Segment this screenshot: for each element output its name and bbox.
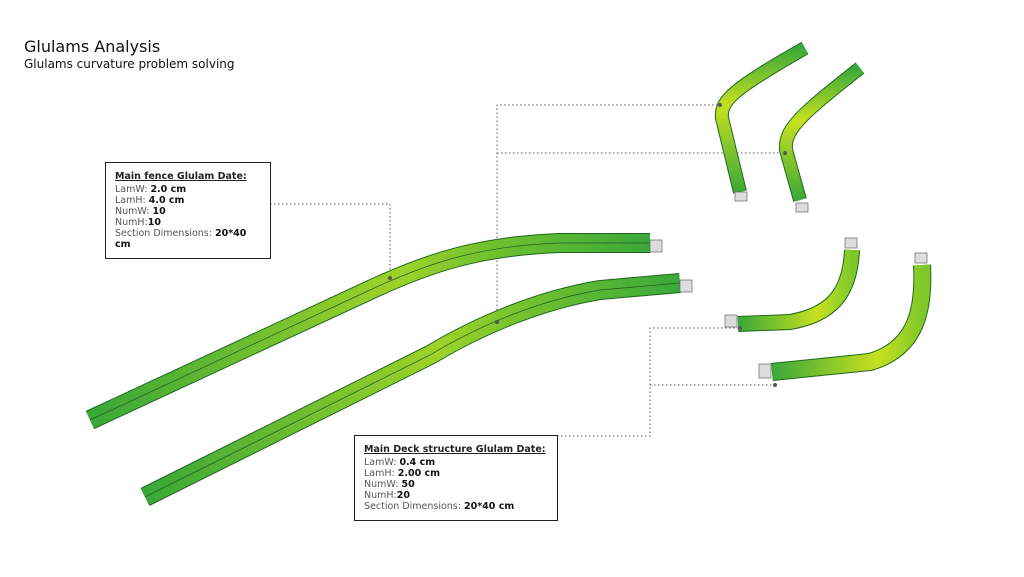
deck-glulam-info-box: Main Deck structure Glulam Date: LamW: 0… <box>354 435 558 521</box>
deck-beam-top-1 <box>714 41 809 202</box>
deck-row: Section Dimensions: 20*40 cm <box>364 501 515 512</box>
deck-row: LamH: 2.00 cm <box>364 468 441 479</box>
fence-beam-upper <box>85 233 663 430</box>
deck-row: NumW: 50 <box>364 479 415 490</box>
deck-row: LamW: 0.4 cm <box>364 457 436 468</box>
page-subtitle: Glulams curvature problem solving <box>24 57 235 71</box>
fence-glulam-info-box: Main fence Glulam Date: LamW: 2.0 cm Lam… <box>105 162 271 259</box>
deck-beam-bottom-2 <box>758 252 932 381</box>
fence-row: NumH:10 <box>115 217 161 228</box>
fence-row: Section Dimensions: 20*40 cm <box>115 228 247 250</box>
deck-beam-top-2 <box>778 62 865 213</box>
fence-row: NumW: 10 <box>115 206 166 217</box>
fence-row: LamW: 2.0 cm <box>115 184 187 195</box>
leader-fence <box>270 203 391 278</box>
fence-row: LamH: 4.0 cm <box>115 195 185 206</box>
fence-beam-lower <box>140 273 693 506</box>
deck-row: NumH:20 <box>364 490 410 501</box>
deck-beam-bottom-1 <box>724 237 860 332</box>
leader-deck-1 <box>557 327 740 437</box>
deck-box-heading: Main Deck structure Glulam Date: <box>364 444 546 455</box>
leader-dots <box>388 103 787 387</box>
page-title: Glulams Analysis <box>24 37 161 56</box>
fence-box-heading: Main fence Glulam Date: <box>115 171 247 182</box>
